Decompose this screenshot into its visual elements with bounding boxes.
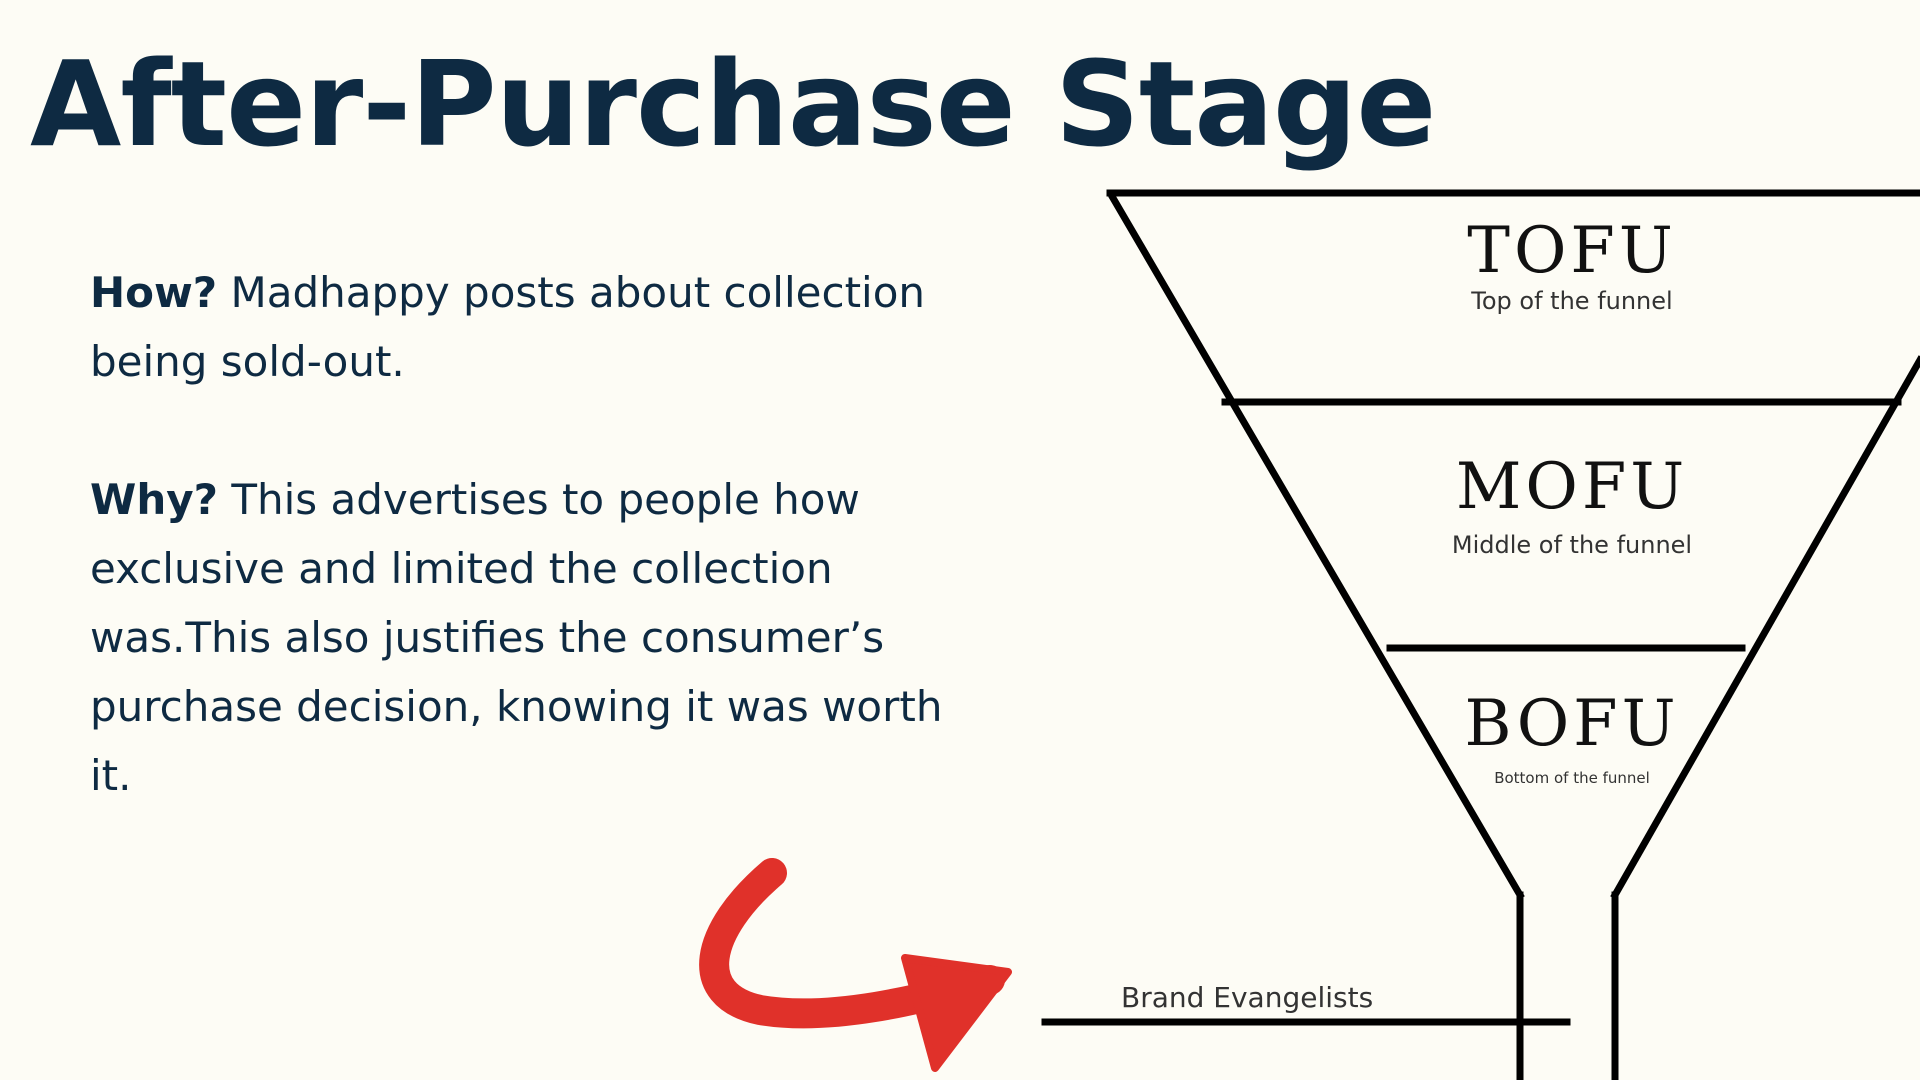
funnel-left-edge (1108, 193, 1525, 900)
tofu-description: Top of the funnel (1470, 287, 1672, 315)
why-paragraph: Why? This advertises to people how exclu… (90, 465, 970, 810)
mofu-label: MOFU (1456, 450, 1688, 524)
how-label: How? (90, 268, 218, 317)
how-text: Madhappy posts about collection being so… (90, 268, 926, 386)
explanation-text: How? Madhappy posts about collection bei… (90, 258, 970, 810)
why-text: This advertises to people how exclusive … (90, 475, 943, 800)
bofu-label: BOFU (1464, 687, 1679, 761)
red-arrow-icon (699, 858, 1012, 1072)
bofu-description: Bottom of the funnel (1494, 769, 1650, 787)
funnel-right-edge (1610, 355, 1920, 900)
why-label: Why? (90, 475, 218, 524)
tofu-label: TOFU (1467, 214, 1677, 288)
brand-evangelists-label: Brand Evangelists (1121, 981, 1373, 1014)
mofu-description: Middle of the funnel (1452, 531, 1692, 559)
how-paragraph: How? Madhappy posts about collection bei… (90, 258, 970, 396)
page-title: After-Purchase Stage (30, 35, 1436, 173)
funnel-outline (1041, 189, 1920, 1080)
